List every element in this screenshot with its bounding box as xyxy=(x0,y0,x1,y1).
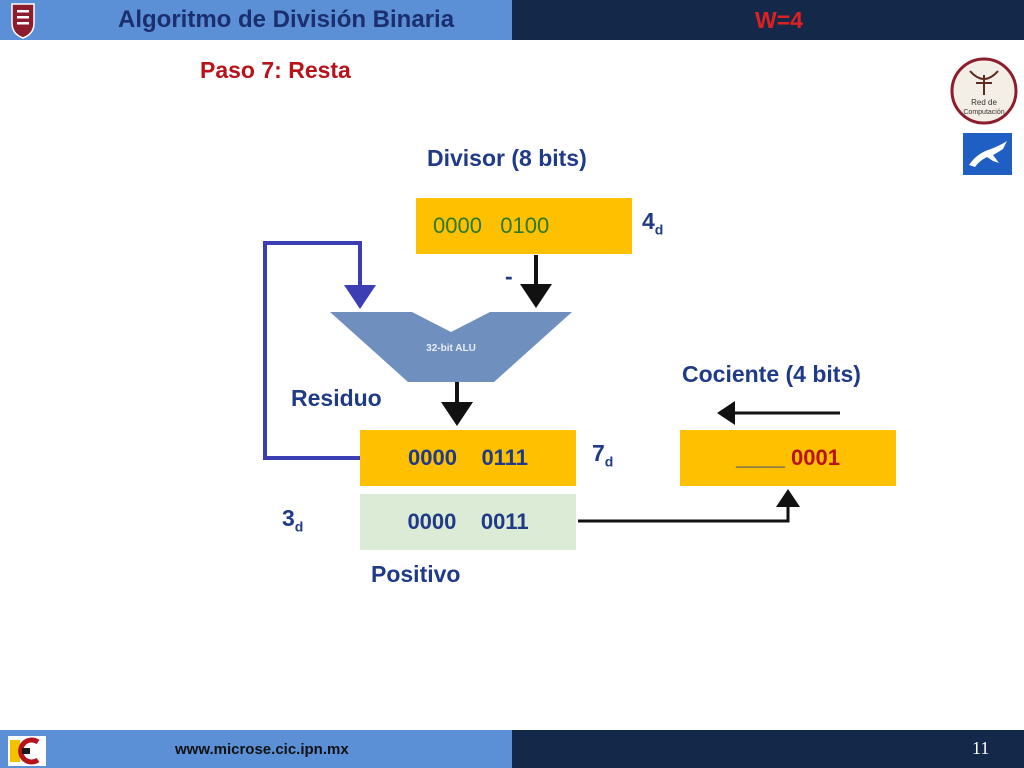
lizard-logo xyxy=(963,133,1012,175)
word-size-label: W=4 xyxy=(755,7,803,33)
alu-shape xyxy=(330,312,572,382)
step-title: Paso 7: Resta xyxy=(200,57,351,83)
cociente-value: 0001 xyxy=(791,445,840,470)
cociente-label: Cociente (4 bits) xyxy=(682,361,861,387)
alu-label: 32-bit ALU xyxy=(426,343,476,354)
minus-sign: - xyxy=(505,263,513,289)
slide-title: Algoritmo de División Binaria xyxy=(118,6,455,33)
result-value: 0000 0011 xyxy=(407,509,529,534)
red-logo-line2: Computación xyxy=(963,109,1004,116)
feedback-loop-line xyxy=(263,241,376,460)
footer-url[interactable]: www.microse.cic.ipn.mx xyxy=(175,741,349,758)
ipn-logo xyxy=(11,3,35,39)
divisor-value: 0000 0100 xyxy=(433,213,550,238)
result-to-cociente-arrow xyxy=(578,489,800,523)
red-logo-line1: Red de xyxy=(971,98,997,107)
divisor-decimal: 4d xyxy=(642,208,664,238)
page-number: 11 xyxy=(972,738,990,758)
footer-bar-left xyxy=(0,730,512,768)
divisor-register: 0000 0100 xyxy=(416,198,632,254)
residuo-value: 0000 0111 xyxy=(408,445,528,470)
result-decimal: 3d xyxy=(282,505,304,535)
red-computacion-logo: Red de Computación xyxy=(950,57,1018,125)
result-sign-label: Positivo xyxy=(371,561,461,587)
result-register: 0000 0011 xyxy=(360,494,576,550)
cociente-register: ____ 0001 xyxy=(680,430,896,486)
cociente-blank: ____ xyxy=(736,445,785,470)
footer-bar-right xyxy=(512,730,1024,768)
header-bar-left xyxy=(0,0,512,40)
residuo-register: 0000 0111 xyxy=(360,430,576,486)
header-bar-right xyxy=(512,0,1024,40)
residuo-decimal: 7d xyxy=(592,440,614,470)
divisor-label: Divisor (8 bits) xyxy=(427,145,587,171)
residuo-label: Residuo xyxy=(291,385,382,411)
cic-logo xyxy=(8,736,46,766)
